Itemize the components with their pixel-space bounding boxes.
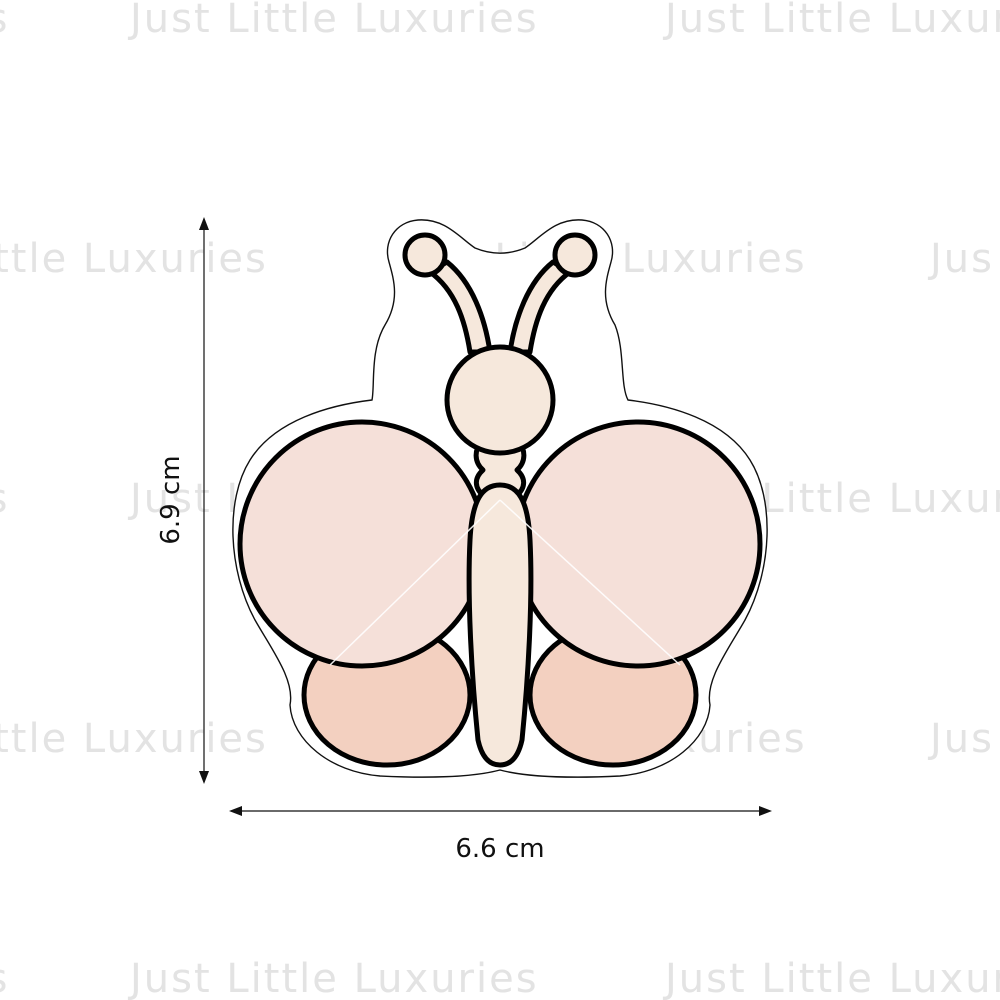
watermark-text: es: [0, 956, 9, 1000]
upper-left-wing: [237, 419, 487, 669]
watermark-text: Just Little Luxuries: [662, 956, 1000, 1000]
watermark-text: Just Little Luxuries: [662, 0, 1000, 42]
width-dimension: 6.6 cm: [229, 806, 772, 864]
watermark-text: es: [0, 0, 9, 42]
upper-right-wing: [513, 419, 763, 669]
watermark-crosslines: [329, 499, 681, 666]
butterfly-body: [466, 482, 534, 768]
watermark-text: Jus: [927, 716, 994, 762]
watermark-text: ittle Luxuries: [0, 716, 268, 762]
arrow-right-icon: [759, 806, 772, 816]
width-label: 6.6 cm: [455, 834, 544, 864]
right-antenna-tip: [552, 232, 598, 278]
watermark-text: Just Little Luxuries: [127, 0, 539, 42]
height-dimension: 6.9 cm: [156, 217, 209, 784]
height-label: 6.9 cm: [156, 455, 186, 544]
butterfly-head: [444, 344, 556, 456]
watermark-text: Jus: [927, 236, 994, 282]
left-antenna-tip: [402, 232, 448, 278]
watermark-text: Just Little Luxuries: [127, 956, 539, 1000]
arrow-down-icon: [199, 771, 209, 784]
watermark-text: es: [0, 476, 9, 522]
arrow-up-icon: [199, 217, 209, 230]
watermark-text: ittle Luxuries: [0, 236, 268, 282]
arrow-left-icon: [229, 806, 242, 816]
